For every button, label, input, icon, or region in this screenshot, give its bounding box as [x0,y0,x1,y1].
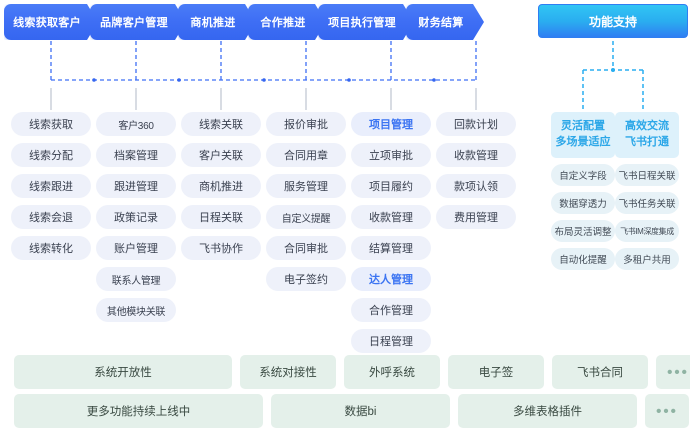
feature-pill[interactable]: 项目履约 [351,174,431,198]
feature-pill[interactable]: 收款管理 [351,205,431,229]
feature-pill[interactable]: 款项认领 [436,174,516,198]
feature-pill[interactable]: 线索关联 [181,112,261,136]
stage-tab-label: 项目执行管理 [328,17,396,29]
support-heading-line1: 灵活配置 [561,120,605,133]
feature-column-1: 线索获取线索分配线索跟进线索会退线索转化 [11,112,91,260]
support-column-heading: 灵活配置多场景适应 [551,112,615,158]
feature-pill[interactable]: 联系人管理 [96,267,176,291]
feature-pill[interactable]: 日程关联 [181,205,261,229]
band-cell[interactable]: 系统开放性 [14,355,232,389]
feature-pill[interactable]: 线索获取 [11,112,91,136]
stage-tab-6[interactable]: 财务结算 [406,4,484,40]
stage-tab-1[interactable]: 线索获取客户 [4,4,98,40]
feature-pill[interactable]: 立项审批 [351,143,431,167]
feature-pill[interactable]: 项目管理 [351,112,431,136]
support-heading-line2: 飞书打通 [625,136,669,148]
support-heading-line2: 多场景适应 [555,136,611,148]
stage-tab-4[interactable]: 合作推进 [248,4,326,40]
band-cell[interactable]: 电子签 [448,355,544,389]
support-column-2: 高效交流飞书打通飞书日程关联飞书任务关联飞书IM深度集成多租户共用 [615,112,679,270]
support-header-label: 功能支持 [588,14,637,29]
feature-pill[interactable]: 线索跟进 [11,174,91,198]
stage-tab-label: 商机推进 [190,17,236,29]
support-column-1: 灵活配置多场景适应自定义字段数据穿透力布局灵活调整自动化提醒 [551,112,615,270]
support-pill[interactable]: 多租户共用 [615,248,679,270]
support-column-heading: 高效交流飞书打通 [615,112,679,158]
feature-column-6: 回款计划收款管理款项认领费用管理 [436,112,516,229]
feature-pill[interactable]: 飞书协作 [181,236,261,260]
band-cell[interactable]: 系统对接性 [240,355,336,389]
feature-pill[interactable]: 报价审批 [266,112,346,136]
feature-pill[interactable]: 档案管理 [96,143,176,167]
stage-tab-label: 财务结算 [418,17,464,29]
feature-pill[interactable]: 线索分配 [11,143,91,167]
feature-pill[interactable]: 线索会退 [11,205,91,229]
stage-tab-2[interactable]: 品牌客户管理 [90,4,186,40]
feature-column-3: 线索关联客户关联商机推进日程关联飞书协作 [181,112,261,260]
band-cell[interactable]: 多维表格插件 [458,394,637,428]
feature-column-2: 客户360 档案管理跟进管理政策记录账户管理联系人管理其他模块关联 [96,112,176,322]
feature-pill[interactable]: 达人管理 [351,267,431,291]
feature-pill[interactable]: 费用管理 [436,205,516,229]
more-options-icon[interactable]: ••• [645,394,689,428]
feature-pill[interactable]: 商机推进 [181,174,261,198]
stage-tab-label: 合作推进 [260,17,306,29]
support-pill[interactable]: 自定义字段 [551,164,615,186]
stage-tab-3[interactable]: 商机推进 [178,4,256,40]
feature-pill[interactable]: 客户360 [96,112,176,136]
feature-pill[interactable]: 合同审批 [266,236,346,260]
feature-pill[interactable]: 合同用章 [266,143,346,167]
feature-pill[interactable]: 回款计划 [436,112,516,136]
feature-column-4: 报价审批合同用章服务管理自定义提醒合同审批电子签约 [266,112,346,291]
feature-pill[interactable]: 其他模块关联 [96,298,176,322]
feature-pill[interactable]: 政策记录 [96,205,176,229]
band-cell[interactable]: 外呼系统 [344,355,440,389]
support-pill[interactable]: 自动化提醒 [551,248,615,270]
stage-tab-label: 线索获取客户 [13,17,81,29]
feature-pill[interactable]: 结算管理 [351,236,431,260]
feature-pill[interactable]: 日程管理 [351,329,431,353]
feature-pill[interactable]: 客户关联 [181,143,261,167]
feature-pill[interactable]: 收款管理 [436,143,516,167]
support-pill[interactable]: 布局灵活调整 [551,220,615,242]
feature-column-5: 项目管理立项审批项目履约收款管理结算管理达人管理合作管理日程管理 [351,112,431,353]
stage-tab-5[interactable]: 项目执行管理 [318,4,414,40]
stage-tab-label: 品牌客户管理 [100,17,168,29]
support-pill[interactable]: 飞书任务关联 [615,192,679,214]
feature-pill[interactable]: 合作管理 [351,298,431,322]
feature-pill[interactable]: 线索转化 [11,236,91,260]
support-pill[interactable]: 数据穿透力 [551,192,615,214]
feature-pill[interactable]: 跟进管理 [96,174,176,198]
feature-pill[interactable]: 电子签约 [266,267,346,291]
band-cell[interactable]: 更多功能持续上线中 [14,394,263,428]
band-cell[interactable]: 数据bi [271,394,450,428]
support-pill[interactable]: 飞书IM深度集成 [615,220,679,242]
feature-pill[interactable]: 账户管理 [96,236,176,260]
support-pill[interactable]: 飞书日程关联 [615,164,679,186]
support-header-button[interactable]: 功能支持 [538,4,688,38]
stage-header-row: 线索获取客户 品牌客户管理 商机推进 合作推进 项目执行管理 财务结算 [0,4,690,40]
feature-pill[interactable]: 自定义提醒 [266,205,346,229]
bottom-band-1: 系统开放性系统对接性外呼系统电子签飞书合同••• [14,355,690,389]
support-heading-line1: 高效交流 [625,120,669,133]
band-cell[interactable]: 飞书合同 [552,355,648,389]
feature-pill[interactable]: 服务管理 [266,174,346,198]
more-options-icon[interactable]: ••• [656,355,690,389]
